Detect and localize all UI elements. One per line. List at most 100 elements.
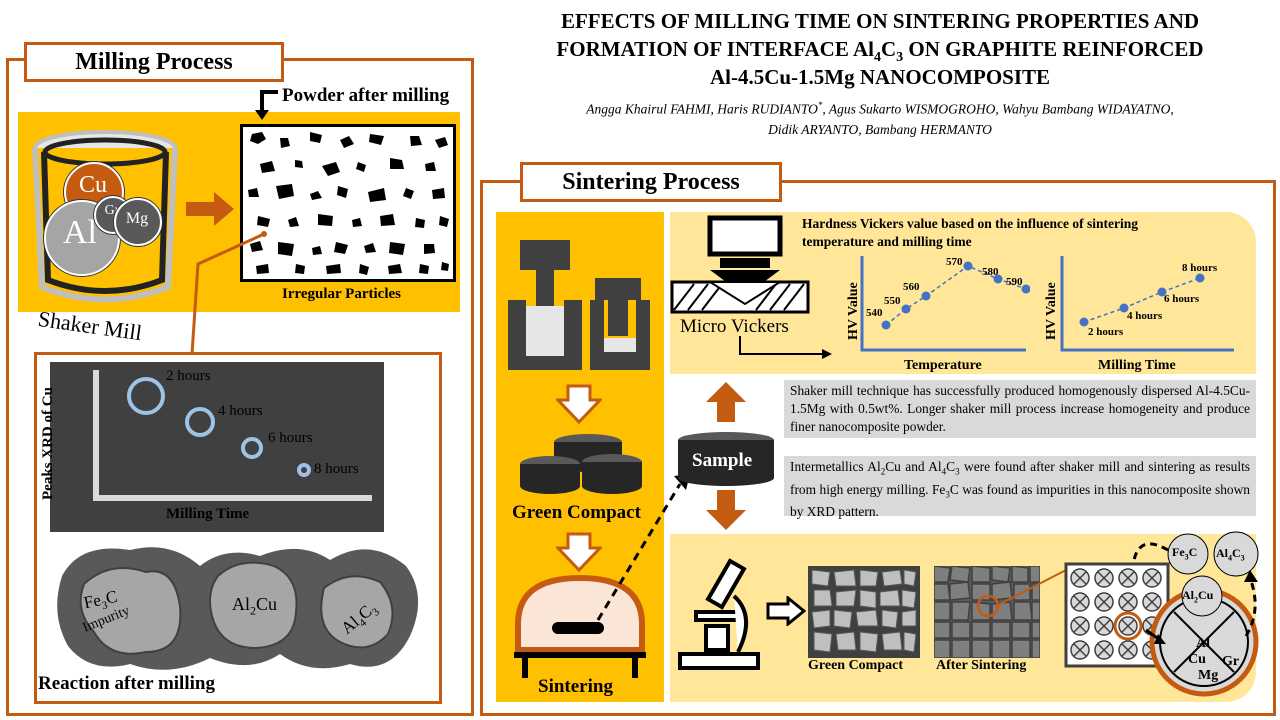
summary-text-2: Intermetallics Al2Cu and Al4C3 were foun… bbox=[784, 456, 1256, 519]
title-line-1: EFFECTS OF MILLING TIME ON SINTERING PRO… bbox=[560, 9, 1200, 33]
temp-point-2 bbox=[901, 304, 911, 314]
temp-point-label-560: 560 bbox=[903, 281, 920, 293]
temp-point-label-590: 590 bbox=[1006, 276, 1023, 288]
milling-arrow bbox=[186, 192, 234, 226]
sintering-furnace bbox=[514, 574, 646, 678]
sintering-label: Sintering bbox=[538, 676, 613, 697]
time-point-label-2h: 2 hours bbox=[1088, 326, 1124, 338]
cu-circle-label: Cu bbox=[1188, 652, 1206, 667]
temp-point-1 bbox=[881, 320, 891, 330]
milling-time-chart bbox=[1060, 256, 1234, 352]
temp-chart-xlabel: Temperature bbox=[904, 358, 982, 373]
down-arrow-1 bbox=[556, 384, 602, 424]
hardness-title-2: temperature and milling time bbox=[802, 234, 972, 249]
temperature-chart bbox=[860, 256, 1030, 352]
grain-cross bbox=[1070, 616, 1090, 636]
temp-point-label-540: 540 bbox=[866, 307, 883, 319]
temp-point-label-570: 570 bbox=[946, 256, 963, 268]
reaction-after-milling-label: Reaction after milling bbox=[38, 673, 215, 694]
grain-cross bbox=[1070, 592, 1090, 612]
xrd-point-4 bbox=[297, 463, 311, 477]
fe3c-circle-label: Fe3C bbox=[1172, 545, 1198, 562]
micro-vickers-arrow bbox=[739, 336, 832, 359]
title-line-2: FORMATION OF INTERFACE Al4C3 ON GRAPHITE… bbox=[556, 37, 1204, 66]
grain-cross bbox=[1094, 616, 1114, 636]
milling-heading: Milling Process bbox=[24, 42, 284, 82]
gr-circle-label: Gr bbox=[1222, 654, 1240, 669]
reaction-particles bbox=[57, 547, 419, 670]
temp-point-3 bbox=[921, 291, 931, 301]
grain-cross bbox=[1094, 568, 1114, 588]
micro-vickers-label: Micro Vickers bbox=[680, 316, 789, 337]
title-line-3: Al-4.5Cu-1.5Mg NANOCOMPOSITE bbox=[709, 65, 1051, 89]
time-point-4 bbox=[1195, 273, 1205, 283]
grain-cross bbox=[1142, 568, 1162, 588]
xrd-chart bbox=[50, 362, 384, 532]
al4c3-circle-label: Al4C3 bbox=[1216, 546, 1245, 563]
grain-cross bbox=[1070, 640, 1090, 660]
xrd-point-3 bbox=[241, 437, 263, 459]
micro-vickers-indenter bbox=[670, 215, 810, 314]
hardness-title-1: Hardness Vickers value based on the infl… bbox=[802, 216, 1139, 231]
temp-point-label-580: 580 bbox=[982, 266, 999, 278]
press-dies bbox=[508, 240, 650, 370]
temp-point-4 bbox=[963, 261, 973, 271]
time-trend-line bbox=[1083, 277, 1201, 323]
time-point-1 bbox=[1079, 317, 1089, 327]
temp-chart-ylabel: HV Value bbox=[846, 282, 861, 340]
authors-line-1: Angga Khairul FAHMI, Haris RUDIANTO*, Ag… bbox=[586, 100, 1174, 117]
temp-point-5 bbox=[993, 274, 1003, 284]
microscope-arrow bbox=[766, 596, 806, 626]
sample-cylinder bbox=[678, 432, 774, 486]
microscope-icon bbox=[678, 558, 760, 670]
green-compact-micrograph bbox=[808, 566, 920, 658]
xrd-point-label-6h: 6 hours bbox=[268, 430, 313, 446]
xrd-point-label-4h: 4 hours bbox=[218, 403, 263, 419]
grain-cross bbox=[1118, 640, 1138, 660]
al2cu-label: Al2Cu bbox=[232, 594, 278, 618]
mg-circle-label: Mg bbox=[1198, 668, 1219, 683]
up-arrow bbox=[706, 382, 746, 422]
grain-cross bbox=[1118, 592, 1138, 612]
cu-label: Cu bbox=[78, 172, 107, 198]
xrd-point-2 bbox=[185, 407, 215, 437]
highlight-circle bbox=[1113, 611, 1143, 641]
time-point-label-4h: 4 hours bbox=[1127, 310, 1163, 322]
time-chart-xlabel: Milling Time bbox=[1098, 358, 1176, 373]
time-chart-ylabel: HV Value bbox=[1044, 282, 1059, 340]
authors-line-2: Didik ARYANTO, Bambang HERMANTO bbox=[768, 122, 992, 137]
grain-cross bbox=[1094, 592, 1114, 612]
grain-cross bbox=[1118, 568, 1138, 588]
grain-cross bbox=[1118, 616, 1138, 636]
irregular-particles-label: Irregular Particles bbox=[282, 286, 401, 302]
temp-point-6 bbox=[1021, 284, 1030, 294]
time-point-2 bbox=[1119, 303, 1129, 313]
down-arrow-2 bbox=[556, 532, 602, 572]
time-point-label-8h: 8 hours bbox=[1182, 262, 1218, 274]
sintering-heading: Sintering Process bbox=[520, 162, 782, 202]
grain-cross bbox=[1094, 640, 1114, 660]
xrd-point-1 bbox=[127, 377, 165, 415]
xrd-point-label-2h: 2 hours bbox=[166, 368, 211, 384]
xrd-xlabel: Milling Time bbox=[166, 506, 250, 522]
zoom-lines bbox=[995, 567, 1071, 607]
al-label: Al bbox=[63, 214, 97, 251]
xrd-point-label-8h: 8 hours bbox=[314, 461, 359, 477]
al-circle-label: Al bbox=[1196, 636, 1210, 651]
summary-text-1: Shaker mill technique has successfully p… bbox=[784, 380, 1256, 438]
after-sintering-label: After Sintering bbox=[936, 658, 1027, 673]
down-arrow-3 bbox=[706, 490, 746, 530]
temp-trend-line bbox=[885, 265, 1027, 326]
green-compact-micro-label: Green Compact bbox=[808, 658, 903, 673]
time-point-label-6h: 6 hours bbox=[1164, 293, 1200, 305]
powder-particles-image bbox=[240, 124, 456, 282]
al2cu-circle-label: Al2Cu bbox=[1182, 588, 1214, 605]
green-compact-pellets bbox=[520, 434, 642, 494]
powder-after-milling-label: Powder after milling bbox=[282, 85, 450, 106]
zoom-connector-line bbox=[190, 231, 267, 355]
powder-pointer-arrow bbox=[255, 90, 278, 120]
xrd-ylabel: Peaks XRD of Cu bbox=[40, 387, 56, 500]
green-compact-label: Green Compact bbox=[512, 502, 641, 523]
grain-cross bbox=[1070, 568, 1090, 588]
temp-point-label-550: 550 bbox=[884, 295, 901, 307]
